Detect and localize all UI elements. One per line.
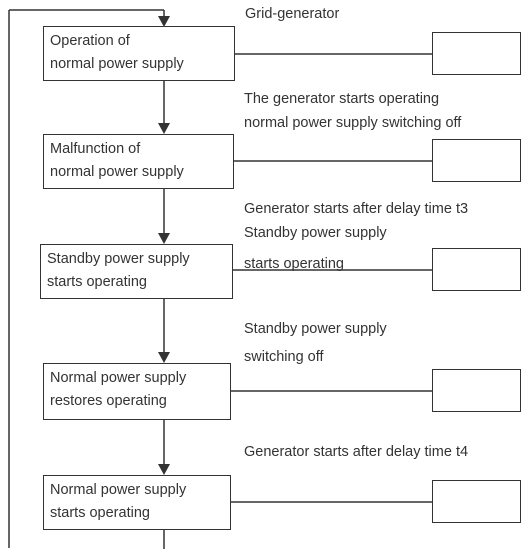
arrowhead-icon [158,233,170,244]
note-starts-operating: starts operating [244,256,344,272]
step-box-standby-starts: Standby power supply starts operating [40,244,233,299]
switch-box [432,480,521,523]
note-generator-delay-t4: Generator starts after delay time t4 [244,444,469,460]
arrowhead-icon [158,123,170,134]
note-generator-delay-t3: Generator starts after delay time t3 [244,201,469,217]
note-grid-generator: Grid-generator [245,6,340,22]
step-box-normal-supply-restores: Normal power supply restores operating [43,363,231,420]
note-standby-supply-2: Standby power supply [244,321,387,337]
step-label: Normal power supply restores operating [50,370,187,409]
switch-box [432,139,521,182]
step-box-normal-supply-malfunction: Malfunction of normal power supply [43,134,234,189]
step-label: Operation of normal power supply [50,33,184,72]
switch-box [432,32,521,75]
step-box-normal-supply-starts: Normal power supply starts operating [43,475,231,530]
step-label: Malfunction of normal power supply [50,141,184,180]
note-generator-starts-operating: The generator starts operating [244,91,440,107]
note-standby-supply: Standby power supply [244,225,387,241]
step-box-normal-supply-operation: Operation of normal power supply [43,26,235,81]
step-label: Standby power supply starts operating [47,251,190,290]
note-normal-switching-off: normal power supply switching off [244,115,462,131]
arrowhead-icon [158,352,170,363]
arrowhead-icon [158,16,170,27]
note-switching-off: switching off [244,349,324,365]
switch-box [432,369,521,412]
arrowhead-icon [158,464,170,475]
switch-box [432,248,521,291]
step-label: Normal power supply starts operating [50,482,187,521]
